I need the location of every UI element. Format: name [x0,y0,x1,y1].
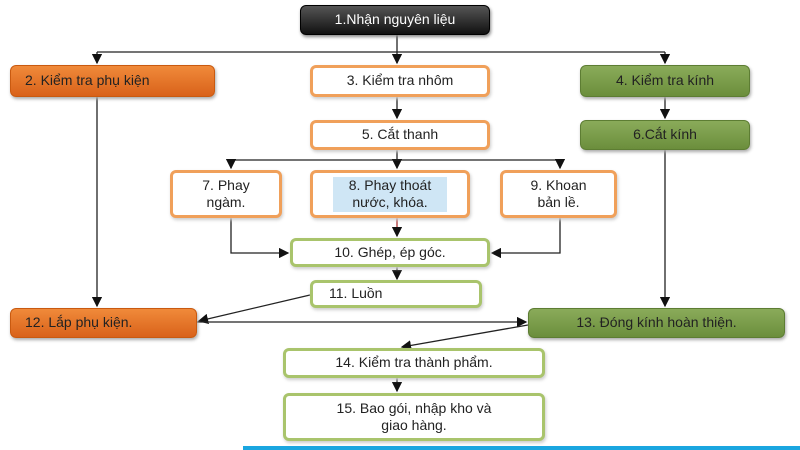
step-label: 9. Khoan bản lề. [530,176,587,211]
step-label: 13. Đóng kính hoàn thiện. [576,314,737,331]
step-label: 7. Phay ngàm. [202,176,250,211]
arrow-13-14 [400,324,529,351]
step-label: 15. Bao gói, nhập kho và giao hàng. [336,399,492,434]
step-13-install-glass-finish: 13. Đóng kính hoàn thiện. [528,308,785,338]
step-9-drill-hinges: 9. Khoan bản lề. [500,170,617,218]
step-label: 4. Kiểm tra kính [615,72,715,89]
step-14-inspect-product: 14. Kiểm tra thành phẩm. [283,348,545,378]
step-7-mill-joints: 7. Phay ngàm. [170,170,282,218]
step-label: 2. Kiểm tra phụ kiện [25,72,150,89]
arrow-9-10 [490,218,561,259]
step-label: 6.Cắt kính [633,126,697,143]
step-12-install-accessories: 12. Lắp phụ kiện. [10,308,197,338]
step-15-package-store-deliver: 15. Bao gói, nhập kho và giao hàng. [283,393,545,441]
accent-bar [243,446,800,450]
arrow-11-12 [197,294,311,324]
step-label: 14. Kiểm tra thành phẩm. [335,354,493,371]
step-label: 12. Lắp phụ kiện. [25,314,133,331]
step-10-join-press-corners: 10. Ghép, ép góc. [290,238,490,267]
step-label: 5. Cắt thanh [361,126,439,143]
step-6-cut-glass: 6.Cắt kính [580,120,750,150]
step-8-mill-drainage-lock: 8. Phay thoát nước, khóa. [310,170,470,218]
step-1-receive-materials: 1.Nhận nguyên liệu [300,5,490,35]
step-label: 3. Kiểm tra nhôm [346,72,454,89]
step-5-cut-bars: 5. Cắt thanh [310,120,490,150]
arrow-7-10 [230,218,290,259]
step-label: 10. Ghép, ép góc. [334,243,446,260]
step-2-check-accessories: 2. Kiểm tra phụ kiện [10,65,215,97]
step-3-check-aluminum: 3. Kiểm tra nhôm [310,65,490,97]
step-4-check-glass: 4. Kiểm tra kính [580,65,750,97]
step-label: 11. Luồn [329,285,383,302]
step-11-thread: 11. Luồn [310,280,482,308]
step-label: 1.Nhận nguyên liệu [334,11,456,28]
step-label: 8. Phay thoát nước, khóa. [333,176,447,212]
